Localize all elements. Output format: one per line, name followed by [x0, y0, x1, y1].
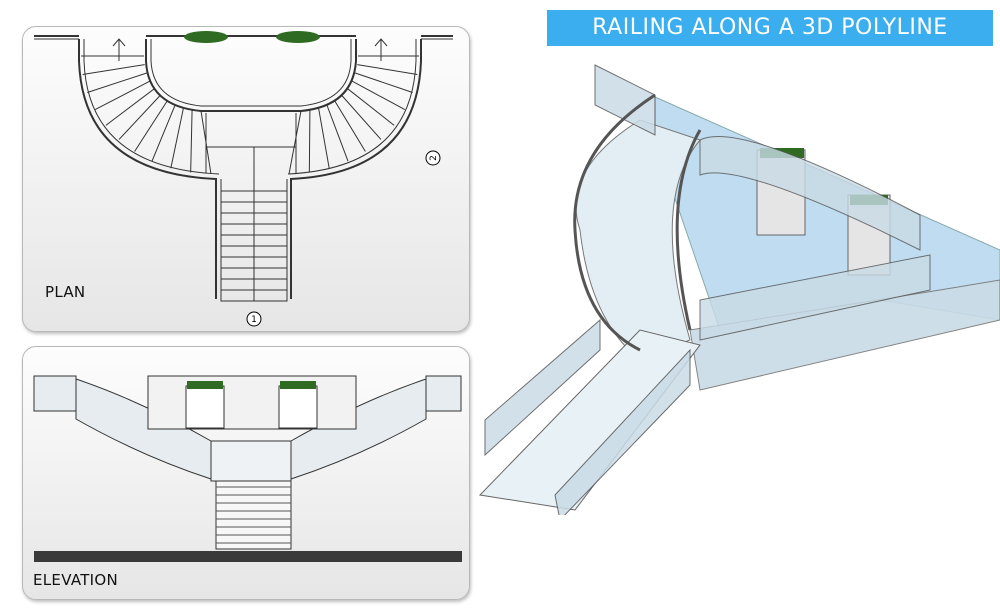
- marker-2-label: 2: [429, 155, 439, 161]
- plan-panel: 1 2 PLAN: [22, 26, 470, 332]
- planter-left: [184, 31, 228, 43]
- straight-stair: [478, 329, 701, 511]
- elevation-panel: ELEVATION: [22, 346, 470, 600]
- marker-1-label: 1: [251, 315, 257, 325]
- planter-right: [280, 381, 316, 389]
- curved-stair-left: [575, 119, 701, 361]
- elevation-drawing: [33, 375, 462, 562]
- planter-left: [187, 381, 223, 389]
- planter-right: [276, 31, 320, 43]
- section-marker-1: 1: [246, 311, 262, 327]
- title-banner: RAILING ALONG A 3D POLYLINE: [547, 10, 993, 46]
- plan-label: PLAN: [45, 283, 86, 301]
- elevation-label: ELEVATION: [33, 571, 119, 589]
- ground-line: [34, 551, 462, 562]
- section-marker-2: 2: [425, 150, 441, 166]
- isometric-3d-view: [478, 64, 1000, 515]
- plan-drawing: 1 2: [34, 31, 453, 327]
